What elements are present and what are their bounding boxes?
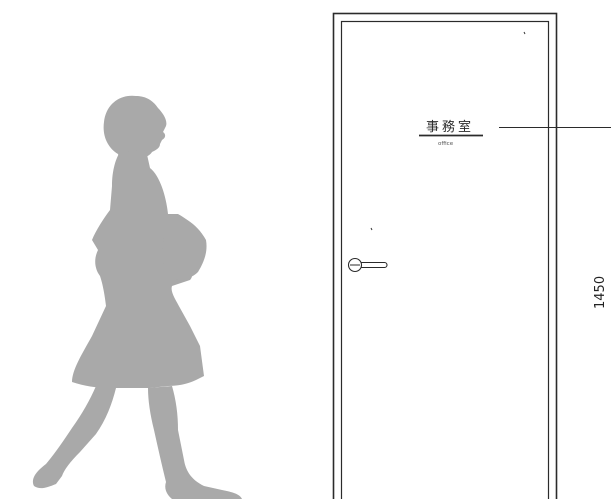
sign-english-text: office xyxy=(438,141,454,147)
height-dimension-label: 1450 xyxy=(593,276,608,309)
door-inner-frame xyxy=(340,20,550,499)
door-outer-frame xyxy=(332,12,558,499)
walking-woman-silhouette-icon xyxy=(32,95,242,499)
door-mark-mid xyxy=(370,227,373,231)
lever-door-handle-icon xyxy=(347,257,388,273)
sign-japanese-text: 事務室 xyxy=(426,119,474,135)
room-sign: 事務室 office xyxy=(419,119,483,147)
door-mark-top xyxy=(523,31,526,35)
